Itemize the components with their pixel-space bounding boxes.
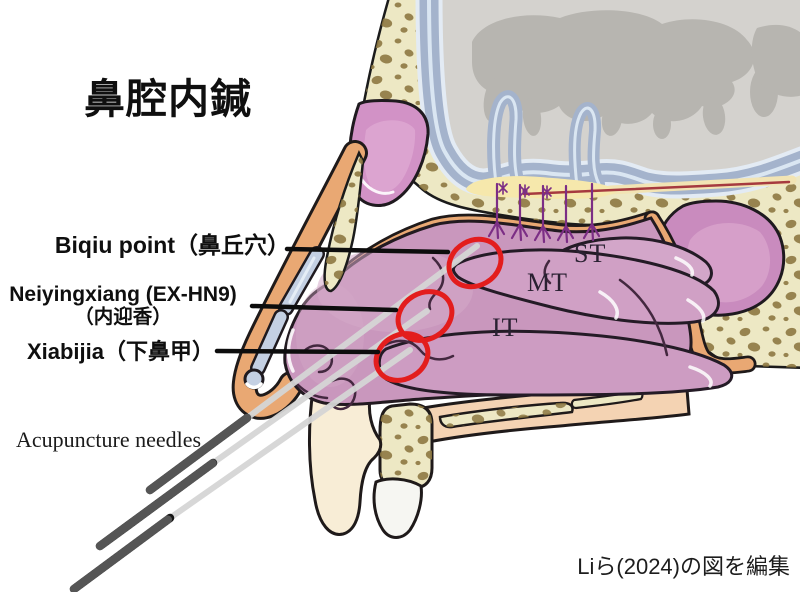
- attribution-note: Liら(2024)の図を編集: [577, 554, 790, 579]
- olfactory-nerves: [487, 181, 601, 244]
- brain-gyri: [472, 10, 800, 139]
- marker-xiabijia: [373, 331, 431, 383]
- label-neiyingxiang-line2: （内迎香）: [74, 306, 172, 329]
- label-neiyingxiang-line1: Neiyingxiang (EX-HN9): [9, 283, 237, 306]
- middle-turbinate: [451, 248, 720, 325]
- label-middle-turbinate: MT: [527, 268, 568, 297]
- needle-3: [69, 347, 413, 592]
- label-biqiu-point: Biqiu point（鼻丘穴）: [54, 232, 290, 258]
- label-neiyingxiang: Neiyingxiang (EX-HN9) （内迎香）: [0, 283, 246, 329]
- incisor-tooth: [372, 477, 423, 539]
- inferior-turbinate: [377, 329, 734, 397]
- label-inferior-turbinate: IT: [492, 313, 519, 342]
- callout-biqiu: [284, 246, 451, 255]
- cavity-highlights: [286, 256, 713, 388]
- nasal-cartilage: [243, 246, 325, 390]
- label-superior-turbinate: ST: [574, 239, 607, 268]
- needle-1: [145, 243, 480, 495]
- label-xiabijia: Xiabijia（下鼻甲）: [26, 339, 214, 364]
- nasal-cavity: [283, 216, 734, 411]
- acupoint-markers: [373, 236, 504, 383]
- callout-lines: [214, 246, 451, 355]
- label-acupuncture-needles: Acupuncture needles: [16, 427, 202, 452]
- marker-neiyingxiang: [395, 289, 455, 343]
- callout-neiyingxiang: [249, 303, 399, 313]
- nasal-bone-and-cartilage: [243, 150, 365, 390]
- callout-xiabijia: [214, 348, 381, 355]
- brain: [415, 0, 800, 199]
- marker-biqiu: [446, 236, 504, 290]
- olfactory-tract-line: [522, 180, 791, 196]
- figure-title: 鼻腔内鍼: [84, 76, 252, 122]
